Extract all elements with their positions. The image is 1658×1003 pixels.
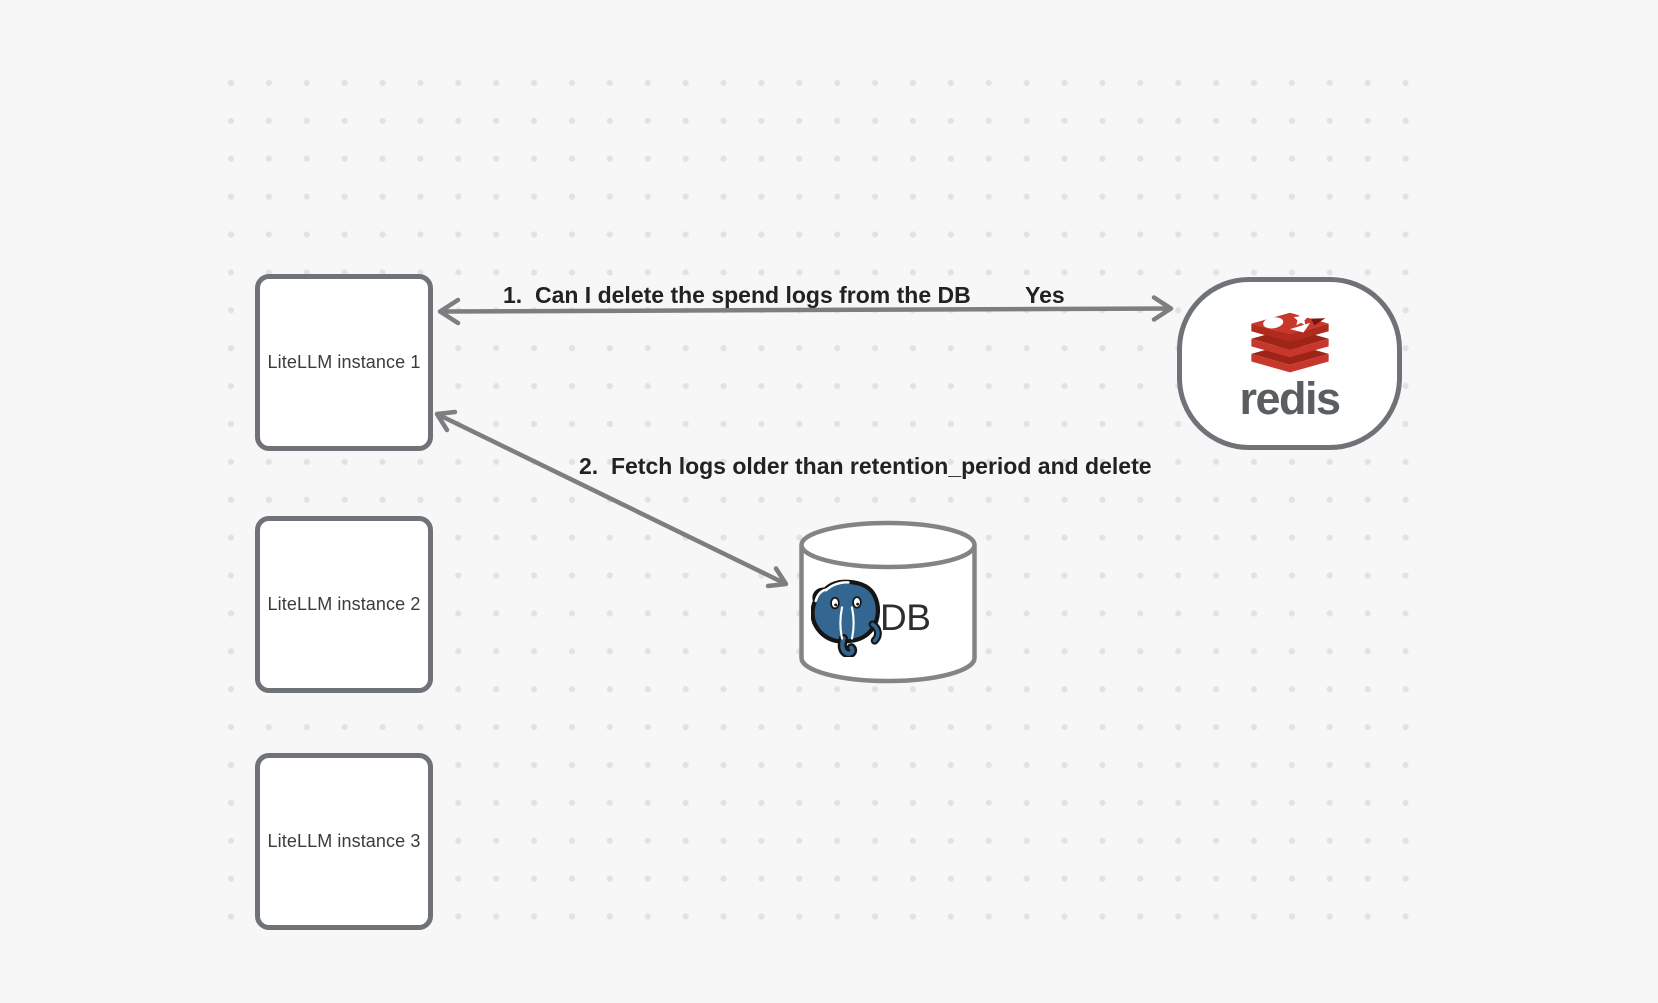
annotation-step1-answer[interactable]: Yes (1025, 282, 1065, 308)
annotation-step1[interactable]: 1. Can I delete the spend logs from the … (503, 282, 971, 308)
node-litellm-instance-2[interactable]: LiteLLM instance 2 (255, 516, 433, 693)
postgresql-logo-icon (811, 579, 882, 657)
node-litellm-instance-1[interactable]: LiteLLM instance 1 (255, 274, 433, 451)
arrow-litellm-redis[interactable] (437, 295, 1174, 326)
node-label: LiteLLM instance 2 (267, 594, 421, 614)
redis-logo-icon (1250, 311, 1329, 373)
node-database-cylinder[interactable]: DB (798, 519, 978, 687)
database-label: DB (880, 597, 931, 638)
node-litellm-instance-3[interactable]: LiteLLM instance 3 (255, 753, 433, 930)
redis-wordmark: redis (1239, 373, 1341, 424)
node-label: LiteLLM instance 3 (267, 831, 421, 851)
annotation-step2[interactable]: 2. Fetch logs older than retention_perio… (579, 453, 1152, 479)
arrow-litellm-db[interactable] (434, 409, 789, 589)
node-redis[interactable]: redis (1177, 277, 1402, 450)
node-label: LiteLLM instance 1 (267, 352, 421, 372)
